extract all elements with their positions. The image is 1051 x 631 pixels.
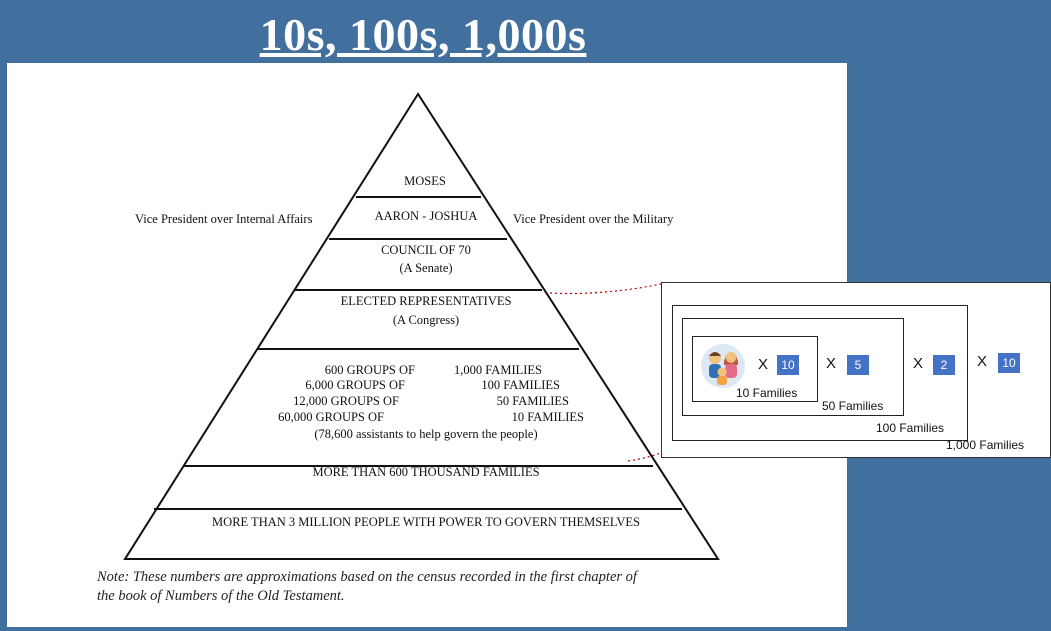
multiply-sign: X	[913, 355, 924, 372]
connector-line-bottom	[627, 452, 662, 462]
connector-line-top	[549, 283, 662, 295]
group-count: 600 GROUPS OF	[325, 363, 415, 377]
family-icon	[700, 343, 746, 389]
tier-people: MORE THAN 3 MILLION PEOPLE WITH POWER TO…	[212, 515, 640, 529]
multiplier-box: 2	[933, 355, 955, 375]
group-size: 1,000 FAMILIES	[454, 363, 542, 377]
families-diagram: X 10 X 5 X 2 X 10 10 Families 50 Familie…	[661, 282, 1051, 458]
tier-assistants: (78,600 assistants to help govern the pe…	[314, 427, 537, 441]
multiplier-box: 5	[847, 355, 869, 375]
label-50-families: 50 Families	[822, 399, 884, 413]
pyramid-diagram: MOSES AARON - JOSHUA COUNCIL OF 70 (A Se…	[123, 92, 720, 560]
group-count: 6,000 GROUPS OF	[305, 378, 405, 392]
tier-council-sub: (A Senate)	[399, 261, 452, 275]
multiplier-box: 10	[777, 355, 799, 375]
multiplier-box: 10	[998, 353, 1020, 373]
label-1000-families: 1,000 Families	[946, 438, 1025, 452]
note: Note: These numbers are approximations b…	[97, 568, 777, 606]
group-count: 60,000 GROUPS OF	[278, 410, 384, 424]
label-10-families: 10 Families	[736, 386, 798, 400]
slide-title: 10s, 100s, 1,000s	[259, 9, 587, 60]
tier-elected-sub: (A Congress)	[393, 313, 459, 327]
side-label-internal: Vice President over Internal Affairs	[135, 212, 313, 226]
group-size: 50 FAMILIES	[497, 394, 569, 408]
note-line: the book of Numbers of the Old Testament…	[97, 588, 345, 604]
group-count: 12,000 GROUPS OF	[293, 394, 399, 408]
multiply-sign: X	[977, 353, 988, 370]
tier-aaron-joshua: AARON - JOSHUA	[375, 209, 478, 223]
group-size: 100 FAMILIES	[481, 378, 560, 392]
tier-elected: ELECTED REPRESENTATIVES	[341, 294, 512, 308]
box-10-families	[692, 336, 818, 402]
multiply-sign: X	[758, 356, 769, 373]
box-100-families	[672, 305, 968, 441]
tier-council: COUNCIL OF 70	[381, 243, 471, 257]
pyramid-outline	[123, 92, 720, 560]
box-50-families	[682, 318, 904, 416]
label-100-families: 100 Families	[876, 421, 945, 435]
tier-moses: MOSES	[404, 174, 446, 188]
side-label-military: Vice President over the Military	[513, 212, 674, 226]
note-line: Note: These numbers are approximations b…	[97, 569, 637, 585]
multiply-sign: X	[826, 355, 837, 372]
group-size: 10 FAMILIES	[512, 410, 584, 424]
tier-families: MORE THAN 600 THOUSAND FAMILIES	[312, 465, 539, 479]
